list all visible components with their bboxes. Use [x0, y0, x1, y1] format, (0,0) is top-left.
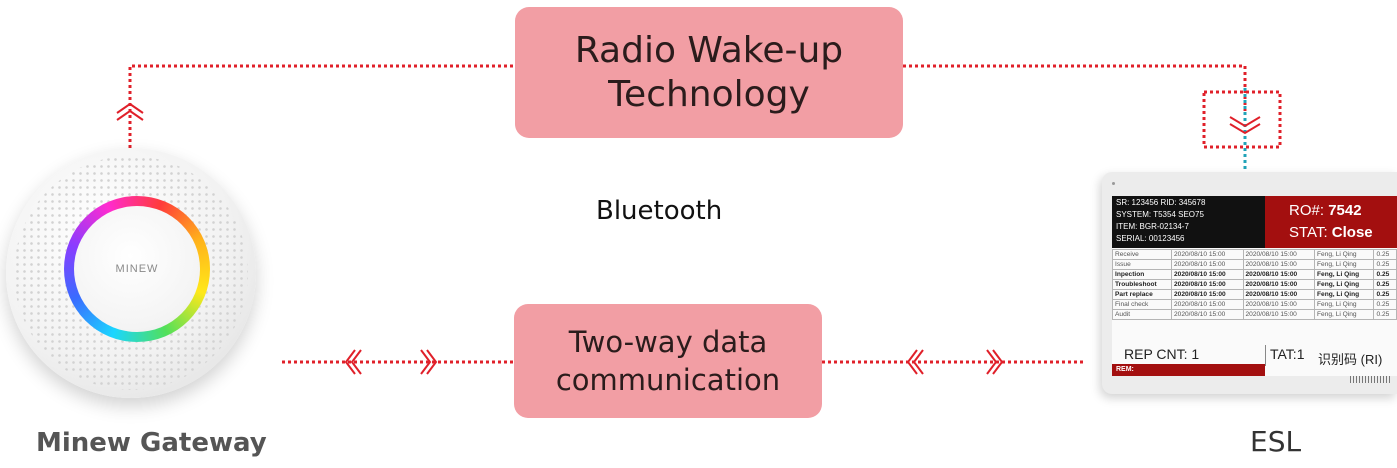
esl-header-line: ITEM: BGR-02134-7: [1116, 222, 1189, 231]
table-cell-start: 2020/08/10 15:00: [1170, 269, 1244, 280]
table-cell-val: 0.25: [1373, 309, 1397, 320]
table-cell-end: 2020/08/10 15:00: [1242, 289, 1316, 300]
esl-header-line: SR: 123456 RID: 345678: [1116, 198, 1206, 207]
gateway-label: Minew Gateway: [36, 428, 267, 458]
remarks-bar: REM:: [1112, 364, 1265, 376]
table-cell-end: 2020/08/10 15:00: [1242, 299, 1316, 310]
up-double-chevron-icon: [116, 102, 144, 121]
table-cell-val: 0.25: [1373, 289, 1397, 300]
table-cell-name: Part replace: [1112, 289, 1172, 300]
esl-footer: REP CNT: 1 TAT:1 识别码 (RI): [1112, 345, 1397, 367]
two-way-line1: Two-way data: [568, 325, 768, 359]
table-cell-start: 2020/08/10 15:00: [1170, 279, 1244, 290]
rep-count: REP CNT: 1: [1124, 346, 1200, 362]
gateway-device: MINEW: [6, 148, 256, 398]
table-cell-person: Feng, Li Qing: [1314, 259, 1375, 270]
table-cell-person: Feng, Li Qing: [1314, 309, 1375, 320]
table-cell-person: Feng, Li Qing: [1314, 249, 1375, 260]
table-cell-val: 0.25: [1373, 279, 1397, 290]
table-cell-end: 2020/08/10 15:00: [1242, 259, 1316, 270]
table-cell-end: 2020/08/10 15:00: [1242, 309, 1316, 320]
bluetooth-label: Bluetooth: [596, 196, 723, 226]
gateway-face: MINEW: [74, 206, 200, 332]
table-cell-name: Receive: [1112, 249, 1172, 260]
table-cell-val: 0.25: [1373, 269, 1397, 280]
barcode: [1350, 376, 1390, 383]
stat-label: STAT:: [1289, 224, 1332, 241]
left-double-chevron-icon: [906, 349, 924, 375]
ro-value: 7542: [1328, 202, 1362, 219]
ro-label: RO#:: [1289, 202, 1329, 219]
identification-code: 识别码 (RI): [1318, 352, 1383, 367]
table-cell-val: 0.25: [1373, 249, 1397, 260]
table-cell-val: 0.25: [1373, 299, 1397, 310]
table-cell-name: Final check: [1112, 299, 1172, 310]
gateway-logo: MINEW: [115, 263, 159, 275]
table-cell-end: 2020/08/10 15:00: [1242, 249, 1316, 260]
two-way-communication-box: Two-way data communication: [514, 304, 822, 418]
table-cell-end: 2020/08/10 15:00: [1242, 269, 1316, 280]
table-cell-person: Feng, Li Qing: [1314, 269, 1375, 280]
two-way-line2: communication: [555, 363, 781, 397]
table-cell-name: Troubleshoot: [1112, 279, 1172, 290]
table-cell-person: Feng, Li Qing: [1314, 289, 1375, 300]
esl-device: SR: 123456 RID: 345678 SYSTEM: T5354 SEO…: [1102, 172, 1397, 394]
table-cell-end: 2020/08/10 15:00: [1242, 279, 1316, 290]
radio-line-right: [903, 64, 1247, 112]
table-cell-start: 2020/08/10 15:00: [1170, 299, 1244, 310]
esl-wakeup-frame: [1202, 90, 1282, 149]
table-cell-person: Feng, Li Qing: [1314, 299, 1375, 310]
table-cell-start: 2020/08/10 15:00: [1170, 249, 1244, 260]
stat-value: Close: [1331, 224, 1373, 241]
table-cell-name: Audit: [1112, 309, 1172, 320]
esl-screen: SR: 123456 RID: 345678 SYSTEM: T5354 SEO…: [1112, 196, 1397, 376]
esl-header-info: SR: 123456 RID: 345678 SYSTEM: T5354 SEO…: [1112, 196, 1265, 248]
radio-line-left: [128, 64, 515, 148]
left-double-chevron-icon: [344, 349, 362, 375]
table-cell-start: 2020/08/10 15:00: [1170, 259, 1244, 270]
table-cell-start: 2020/08/10 15:00: [1170, 289, 1244, 300]
radio-wakeup-line1: Radio Wake-up: [574, 29, 844, 71]
table-cell-name: Inpection: [1112, 269, 1172, 280]
esl-sensor-dot: [1112, 182, 1115, 185]
esl-order-status: RO#: 7542 STAT: Close: [1265, 196, 1397, 248]
table-cell-start: 2020/08/10 15:00: [1170, 309, 1244, 320]
esl-header-line: SYSTEM: T5354 SEO75: [1116, 210, 1204, 219]
esl-header-line: SERIAL: 00123456: [1116, 234, 1185, 243]
tat-value: TAT:1: [1270, 346, 1305, 362]
down-double-chevron-icon: [1229, 116, 1261, 135]
esl-label: ESL: [1250, 425, 1302, 458]
footer-divider: [1265, 345, 1266, 366]
table-cell-person: Feng, Li Qing: [1314, 279, 1375, 290]
right-double-chevron-icon: [420, 349, 438, 375]
radio-wakeup-box: Radio Wake-up Technology: [515, 7, 903, 138]
table-cell-val: 0.25: [1373, 259, 1397, 270]
radio-wakeup-line2: Technology: [608, 73, 810, 115]
right-double-chevron-icon: [986, 349, 1004, 375]
table-cell-name: Issue: [1112, 259, 1172, 270]
